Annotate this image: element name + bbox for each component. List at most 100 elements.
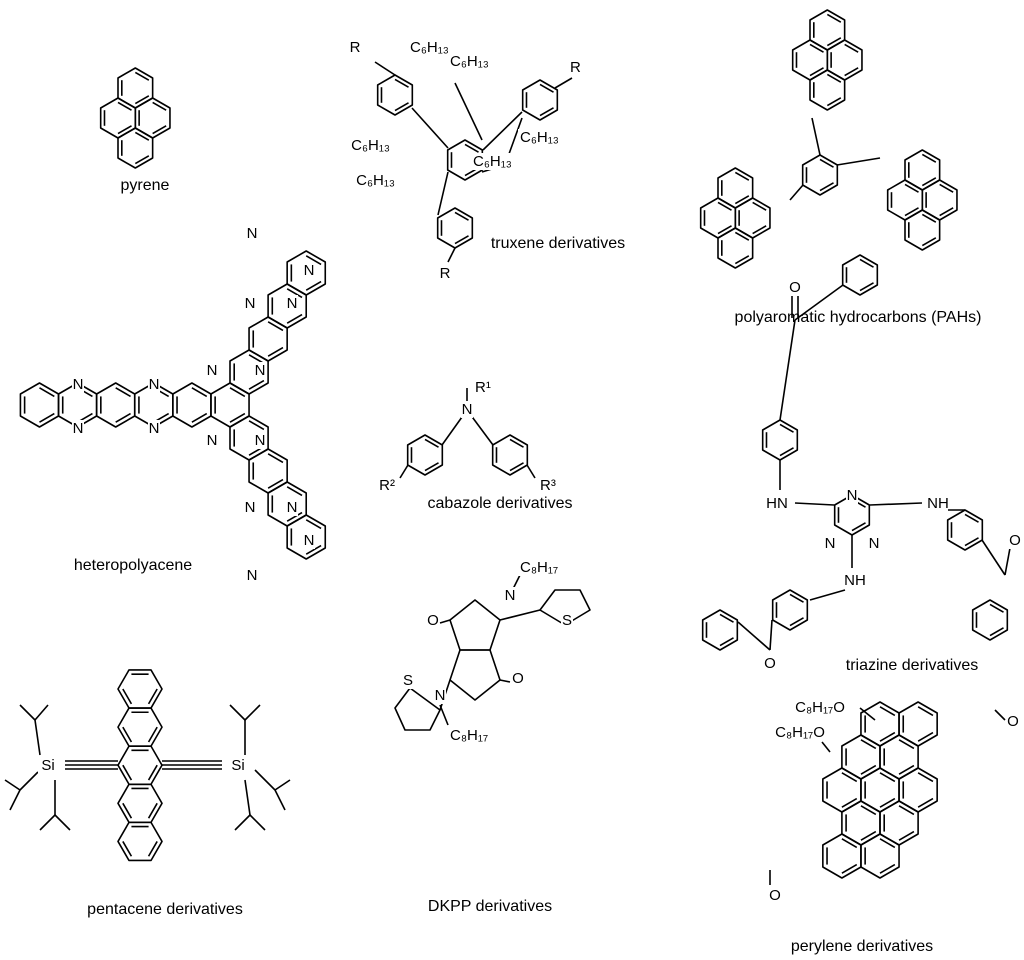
double-bond	[464, 143, 479, 153]
double-bond	[860, 805, 877, 816]
double-bond	[117, 101, 132, 111]
bond	[794, 502, 835, 506]
label-mask	[228, 757, 248, 774]
double-bond	[267, 453, 284, 464]
isopropyl-bond	[4, 779, 21, 791]
label-mask	[767, 495, 787, 512]
atom-label-n: N	[825, 535, 836, 552]
pyrene-ring	[904, 149, 941, 191]
pyrene-ring	[717, 167, 754, 209]
label-mask	[206, 362, 218, 379]
double-bond	[898, 805, 915, 816]
double-bond	[539, 107, 554, 117]
double-bond	[734, 255, 750, 265]
atom-label-r2: R²	[379, 477, 395, 494]
atom-label-c6h13: C₆H₁₃	[410, 39, 449, 56]
phenyl-ring	[841, 254, 879, 296]
phenyl-ring	[971, 599, 1009, 641]
atom-label-n: N	[149, 420, 160, 437]
label-mask	[206, 432, 218, 449]
double-bond	[147, 802, 158, 819]
bond	[447, 247, 456, 263]
thiophene-ring	[394, 687, 441, 731]
atom-label-si: Si	[231, 757, 244, 774]
label-mask	[561, 612, 573, 629]
perylene-ring	[822, 767, 862, 813]
isopropyl-bond	[234, 814, 251, 831]
double-bond	[286, 486, 303, 497]
double-bond	[779, 423, 794, 433]
double-bond	[147, 764, 158, 781]
double-bond	[844, 67, 859, 77]
bond	[994, 709, 1006, 721]
label-mask	[377, 477, 397, 494]
double-bond	[286, 511, 303, 522]
label-mask	[448, 727, 492, 744]
isopropyl-bond	[244, 779, 251, 816]
atom-label-s: S	[562, 612, 572, 629]
pyrene-ring	[117, 127, 154, 169]
atom-label-o: O	[769, 887, 781, 904]
label-mask	[148, 420, 160, 437]
bond	[737, 621, 771, 651]
double-bond	[734, 171, 750, 181]
atom-label-c6h13: C₆H₁₃	[351, 137, 390, 154]
atom-label-r1: R¹	[475, 379, 491, 396]
double-bond	[248, 354, 265, 365]
double-bond	[147, 688, 158, 705]
double-bond	[719, 637, 734, 647]
double-bond	[191, 387, 208, 398]
atom-label-n: N	[505, 587, 516, 604]
label-mask	[353, 172, 397, 189]
double-bond	[779, 447, 794, 457]
pyrene-ring	[134, 97, 171, 139]
label-mask	[774, 724, 826, 741]
double-bond	[860, 764, 877, 775]
caption-heteropolyacene: heteropolyacene	[74, 557, 192, 574]
double-bond	[394, 102, 409, 112]
pentacene-ring	[117, 707, 163, 747]
double-bond	[809, 43, 824, 53]
pyrene-ring	[886, 179, 924, 221]
pyrene-ring	[699, 197, 737, 239]
double-bond	[286, 313, 303, 324]
double-bond	[826, 37, 842, 47]
isopropyl-bond	[19, 771, 39, 791]
label-mask	[408, 39, 452, 56]
caption-pah: polyaromatic hydrocarbons (PAHs)	[735, 309, 982, 326]
caption-pyrene: pyrene	[121, 177, 170, 194]
label-mask	[518, 559, 562, 576]
label-mask	[427, 612, 439, 629]
double-bond	[134, 155, 150, 165]
label-mask	[246, 567, 258, 584]
double-bond	[152, 101, 167, 111]
label-mask	[471, 153, 515, 170]
heteropolyacene-ring	[248, 448, 288, 494]
pyrrole-ring	[449, 649, 501, 701]
label-mask	[504, 587, 516, 604]
label-mask	[518, 129, 562, 146]
isopropyl-bond	[244, 704, 261, 721]
phenyl-ring	[761, 419, 799, 461]
label-mask	[254, 432, 266, 449]
atom-label-c6h13: C₆H₁₃	[520, 129, 559, 146]
double-bond	[122, 764, 133, 781]
label-mask	[846, 487, 858, 504]
perylene-ring	[860, 767, 900, 813]
bond	[526, 464, 536, 479]
label-mask	[72, 420, 84, 437]
double-bond	[904, 183, 919, 193]
isopropyl-bond	[229, 704, 246, 721]
label-mask	[38, 757, 58, 774]
pentacene-ring	[117, 783, 163, 824]
bond	[789, 184, 804, 201]
double-bond	[819, 182, 834, 192]
double-bond	[851, 522, 866, 532]
double-bond	[917, 706, 934, 717]
double-bond	[454, 211, 469, 221]
label-mask	[434, 687, 446, 704]
double-bond	[789, 617, 804, 627]
label-mask	[538, 477, 558, 494]
atom-label-r: R	[440, 265, 451, 282]
atom-label-n: N	[149, 376, 160, 393]
